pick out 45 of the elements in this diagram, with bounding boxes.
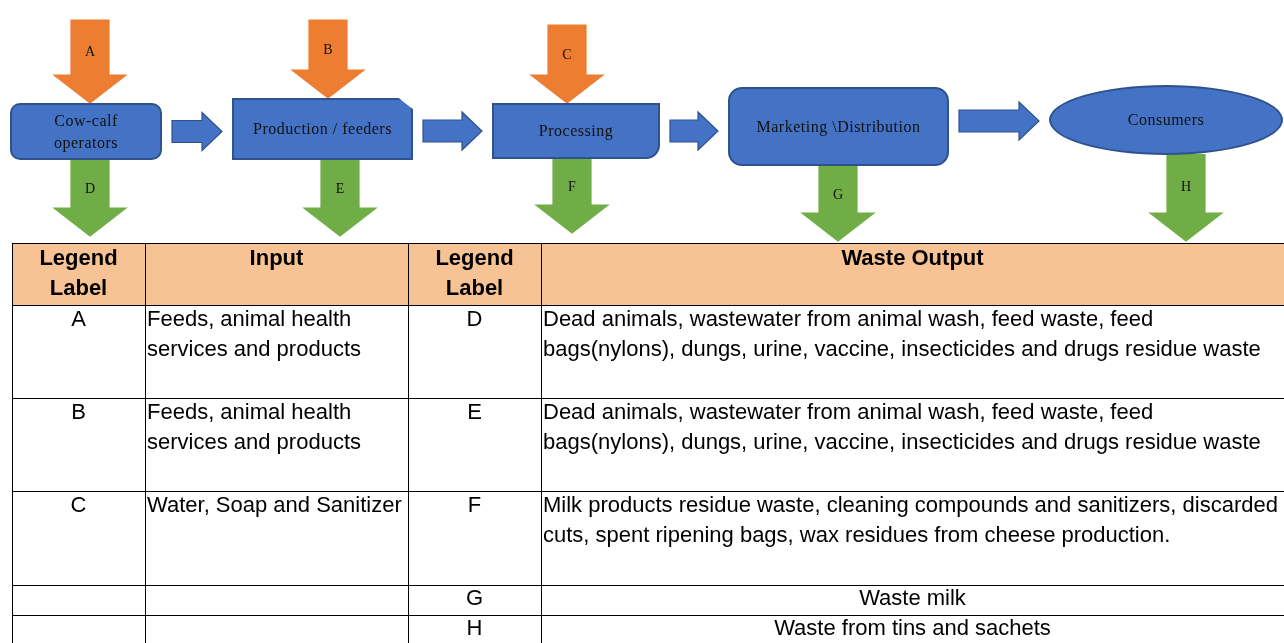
column-header: Legend Label — [434, 244, 515, 302]
edge-label: F — [568, 179, 576, 196]
legend-letter: C — [69, 491, 88, 519]
block-arrow — [290, 19, 366, 99]
block-arrow — [1148, 153, 1224, 242]
block-arrow — [529, 24, 605, 104]
edge-label: G — [832, 186, 844, 203]
legend-letter: B — [70, 398, 87, 426]
block-arrow — [958, 100, 1040, 142]
table-text: Feeds, animal health services and products — [147, 305, 362, 363]
edge-label: A — [84, 43, 96, 60]
terminal-ellipse: Consumers — [1049, 85, 1283, 155]
column-header: Input — [248, 244, 305, 272]
table-text: Feeds, animal health services and products — [147, 398, 362, 456]
edge-label: D — [84, 180, 96, 197]
table-text: Water, Soap and Sanitizer — [147, 491, 403, 519]
block-arrow — [422, 110, 483, 152]
block-arrow — [171, 111, 223, 152]
table-text: Dead animals, wastewater from animal wash, feed waste, feed bags(nylons), dungs, urine, vaccine, insecticides and drugs residue waste — [543, 398, 1262, 456]
legend-letter: A — [70, 305, 87, 333]
table-text: Dead animals, wastewater from animal wash, feed waste, feed bags(nylons), dungs, urine, vaccine, insecticides and drugs residue waste — [543, 305, 1262, 363]
process-box: Cow-calf operators — [10, 103, 162, 160]
block-arrow — [52, 159, 128, 237]
process-box: Production / feeders — [232, 98, 413, 160]
table-text: Waste milk — [858, 584, 967, 612]
column-header: Legend Label — [38, 244, 119, 302]
edge-label: C — [562, 46, 572, 63]
process-box: Marketing \Distribution — [728, 87, 949, 166]
edge-label: H — [1180, 179, 1192, 196]
table-text: Waste from tins and sachets — [773, 614, 1052, 642]
block-arrow — [534, 158, 610, 234]
edge-label: B — [323, 41, 333, 58]
block-arrow — [52, 19, 128, 104]
edge-label: E — [335, 180, 345, 197]
legend-letter: G — [464, 584, 485, 612]
column-header: Waste Output — [840, 244, 985, 272]
table-text: Milk products residue waste, cleaning compounds and sanitizers, discarded cuts, spent ripening bags, wax residues from cheese production. — [543, 491, 1279, 549]
block-arrow — [800, 165, 876, 242]
process-box: Processing — [492, 103, 660, 159]
legend-letter: D — [465, 305, 484, 333]
legend-letter: H — [465, 614, 484, 642]
legend-letter: F — [466, 491, 483, 519]
block-arrow — [302, 159, 378, 237]
legend-letter: E — [466, 398, 483, 426]
block-arrow — [669, 110, 719, 152]
